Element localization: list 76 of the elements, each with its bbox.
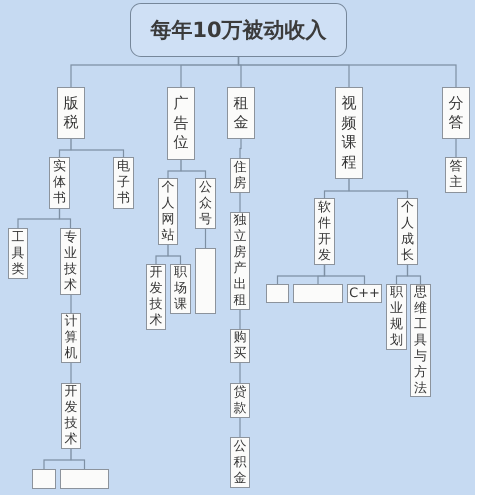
- topic-text: 公众号: [199, 180, 212, 228]
- topic-box: [60, 228, 81, 295]
- topic-box: [442, 87, 470, 139]
- connector-line: [180, 160, 206, 178]
- topic-text: 个人成长: [401, 200, 414, 264]
- connector-line: [204, 229, 206, 248]
- topic-text: 专业技术: [64, 230, 77, 294]
- connector-line: [70, 139, 124, 157]
- topic-text: 职业规划: [390, 285, 403, 349]
- connector-line: [455, 139, 457, 157]
- topic-text: 个人网站: [162, 180, 174, 244]
- topic-box: [397, 198, 418, 265]
- connector-line: [167, 245, 182, 264]
- topic-text: 职场课: [174, 265, 187, 313]
- topic-box: [410, 284, 431, 397]
- topic-text: 实体书: [53, 159, 66, 207]
- topic-text: 租金: [234, 94, 248, 132]
- topic-box: [230, 329, 250, 363]
- topic-text: 答主: [450, 159, 462, 191]
- topic-box: [230, 437, 250, 488]
- topic-box: [227, 87, 255, 139]
- central-topic-text: 每年10万被动收入: [150, 17, 327, 43]
- topic-text: 贷款: [234, 384, 246, 416]
- connector-line: [406, 265, 422, 284]
- topic-text: 软件开发: [318, 200, 331, 264]
- connector-line: [239, 363, 241, 383]
- topic-box: [386, 284, 407, 350]
- topic-text: C++: [349, 286, 380, 302]
- empty-topic-box: [266, 284, 289, 303]
- topic-box: [61, 383, 81, 449]
- topic-text: 电子书: [117, 159, 130, 207]
- connector-line: [70, 449, 86, 469]
- topic-box: [158, 178, 178, 245]
- topic-text: 购买: [234, 330, 246, 362]
- topic-text: 计算机: [64, 314, 78, 362]
- topic-box: [314, 198, 335, 265]
- topic-box: [230, 212, 250, 310]
- topic-text: 公积金: [234, 438, 246, 486]
- empty-topic-box: [293, 284, 343, 303]
- topic-text: 住房: [234, 160, 246, 192]
- central-topic-box: [130, 3, 347, 57]
- topic-box: [230, 158, 250, 193]
- connector-line: [70, 295, 72, 313]
- connector-line: [239, 310, 241, 329]
- topic-text: 独立房产出租: [234, 213, 246, 309]
- topic-text: 工具类: [12, 230, 24, 278]
- topic-box: [445, 157, 467, 193]
- topic-text: 思维工具与方法: [414, 284, 427, 396]
- topic-box: [49, 157, 70, 209]
- topic-box: [335, 87, 363, 179]
- topic-text: 视频课程: [342, 94, 356, 172]
- connector-line: [58, 209, 72, 228]
- connector-line: [348, 179, 408, 198]
- connector-line: [324, 265, 366, 284]
- empty-topic-box: [60, 469, 109, 489]
- empty-topic-box: [32, 469, 56, 489]
- connector-line: [238, 57, 457, 87]
- topic-box: [61, 313, 81, 363]
- topic-box: [167, 87, 195, 160]
- topic-text: 开发技术: [150, 265, 162, 329]
- topic-box: [195, 178, 216, 229]
- topic-box: [113, 157, 134, 209]
- topic-text: 分答: [448, 94, 464, 132]
- topic-text: 广告位: [174, 94, 188, 153]
- topic-box: [57, 87, 85, 139]
- topic-box: [230, 383, 250, 418]
- empty-topic-box: [195, 248, 216, 314]
- topic-box: [146, 264, 166, 330]
- connector-line: [239, 139, 242, 158]
- topic-box: [170, 264, 191, 314]
- connector-line: [70, 363, 72, 383]
- topic-text: 版税: [64, 94, 78, 132]
- topic-box: [8, 228, 28, 279]
- connector-line: [239, 193, 241, 212]
- connector-line: [239, 418, 241, 437]
- topic-text: 开发技术: [64, 384, 78, 448]
